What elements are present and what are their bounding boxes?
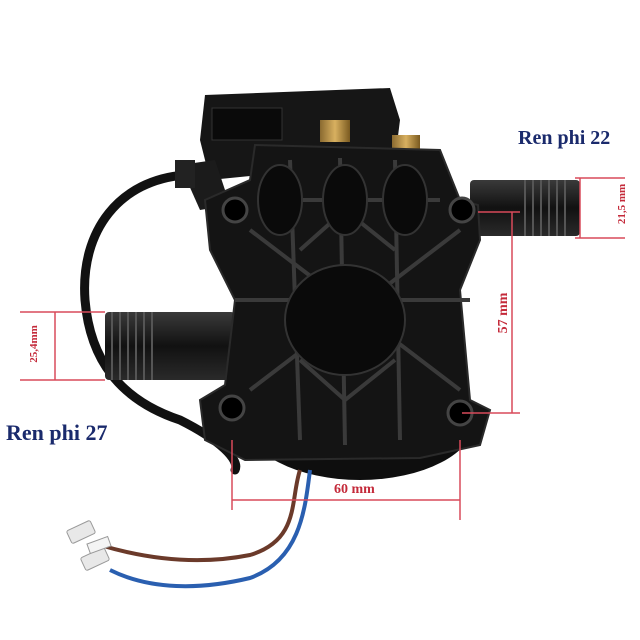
thread-label-left: Ren phi 27 [6, 420, 108, 445]
dimension-right-thread: 21,5 mm [616, 183, 628, 225]
spade-connectors [66, 520, 112, 571]
dimension-vertical-spacing: 57 mm [496, 292, 511, 334]
thread-label-top: Ren phi 22 [518, 127, 611, 149]
blue-wire [109, 469, 312, 589]
dimension-left-thread: 25,4mm [28, 325, 40, 363]
dimension-lines [20, 177, 625, 520]
switch-label-plate [211, 107, 283, 141]
dimension-horizontal-spacing: 60 mm [334, 482, 375, 497]
left-threaded-pipe [105, 312, 235, 380]
brass-fitting [320, 120, 350, 142]
brown-wire [99, 469, 302, 563]
mounting-holes [218, 196, 476, 427]
